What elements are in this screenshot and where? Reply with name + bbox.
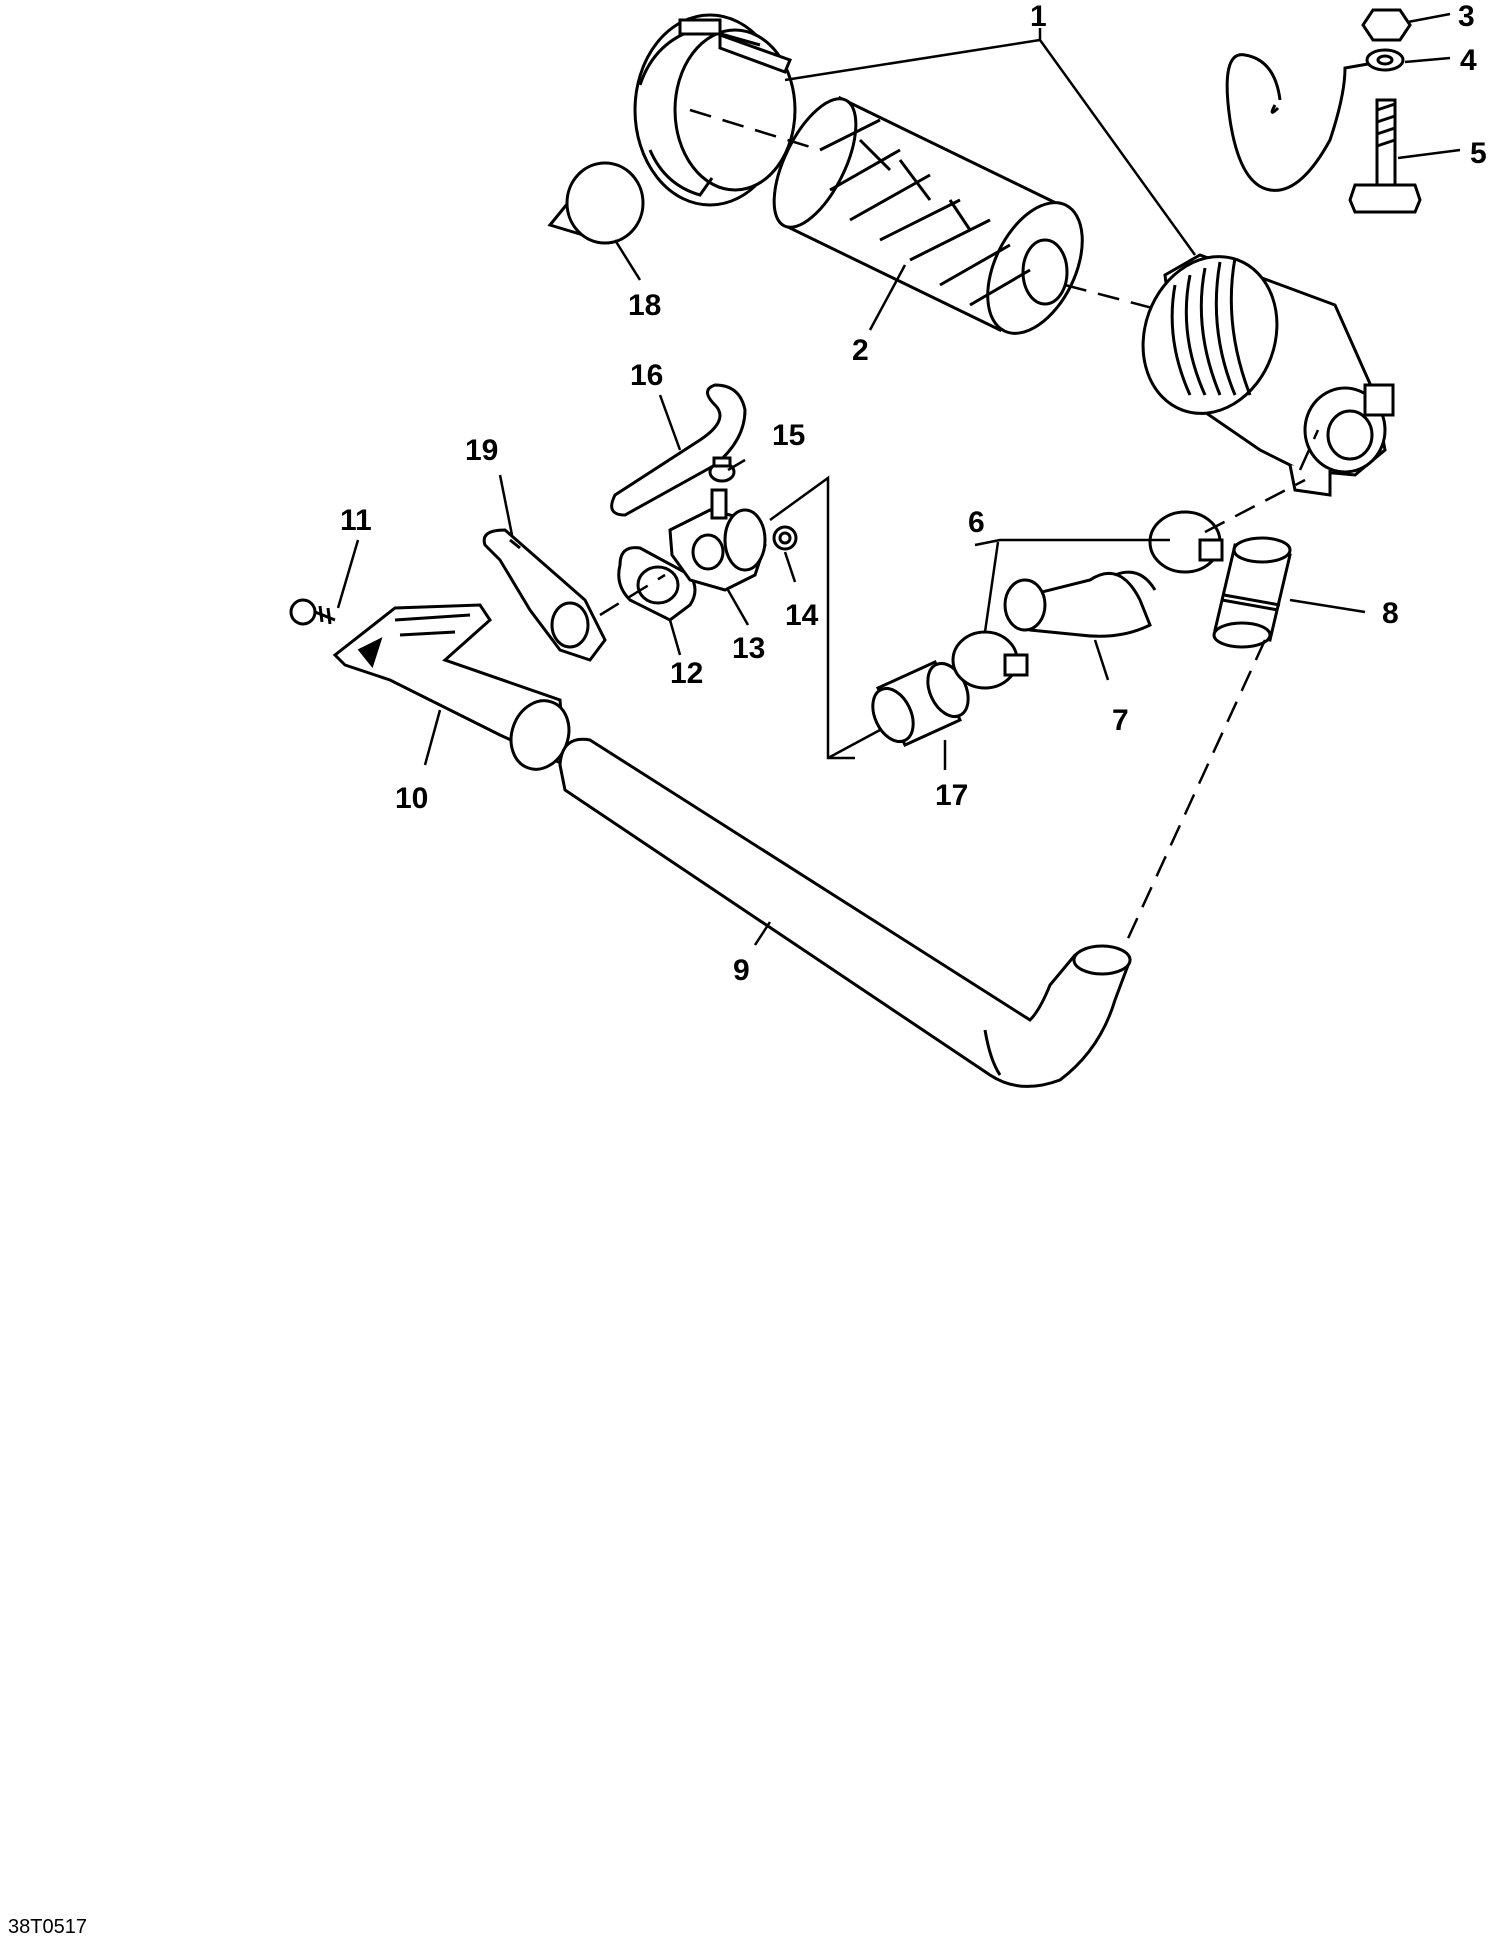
callout-labels: 1 2 3 4 5 6 7 8 9 10 11 12 13 14 15 16 1… (340, 0, 1487, 987)
callout-8: 8 (1382, 597, 1399, 630)
callout-16: 16 (630, 359, 663, 392)
callout-9: 9 (733, 954, 750, 987)
part-8-coupler (1212, 536, 1292, 649)
strap-loop (1225, 53, 1369, 192)
callout-5: 5 (1470, 137, 1487, 170)
callout-19: 19 (465, 434, 498, 467)
callout-14: 14 (785, 599, 819, 632)
part-16-hose (610, 383, 747, 517)
callout-10: 10 (395, 782, 428, 815)
part-2-filter-element (772, 95, 1084, 335)
callout-6: 6 (968, 506, 985, 539)
part-9-intake-tube (558, 737, 1132, 1088)
callout-13: 13 (732, 632, 765, 665)
callout-4: 4 (1460, 44, 1477, 77)
callout-18: 18 (628, 289, 661, 322)
part-12-gasket (617, 546, 697, 622)
callout-12: 12 (670, 657, 703, 690)
callout-15: 15 (772, 419, 805, 452)
part-3-nut (1361, 8, 1412, 42)
callout-11: 11 (340, 504, 372, 537)
part-6-clamp-lower (951, 630, 1029, 690)
filter-pleats-pattern (819, 118, 1031, 307)
part-11-screw (289, 598, 336, 626)
part-1-cover (633, 13, 797, 207)
callout-7: 7 (1112, 704, 1129, 737)
leader-lines (336, 12, 1461, 946)
part-5-bolt (1348, 98, 1422, 214)
callout-2: 2 (852, 334, 869, 367)
part-6-clamp-upper (1148, 510, 1224, 574)
assembly-axis-lines (599, 108, 1320, 946)
part-14-nut (772, 525, 798, 551)
part-7-elbow-hose (1003, 570, 1157, 638)
part-1-housing (1141, 253, 1395, 497)
part-10-intake-horn (332, 603, 571, 771)
callout-3: 3 (1458, 0, 1475, 33)
part-18-cap (547, 161, 645, 245)
figure-code: 38T0517 (8, 1916, 87, 1938)
part-19-bracket (482, 528, 607, 662)
part-17-sleeve (871, 659, 970, 747)
callout-1: 1 (1030, 0, 1047, 33)
part-4-washer (1365, 48, 1405, 72)
part-13-carburetor (668, 488, 767, 592)
callout-17: 17 (935, 779, 968, 812)
part-15-clamp (708, 456, 736, 483)
